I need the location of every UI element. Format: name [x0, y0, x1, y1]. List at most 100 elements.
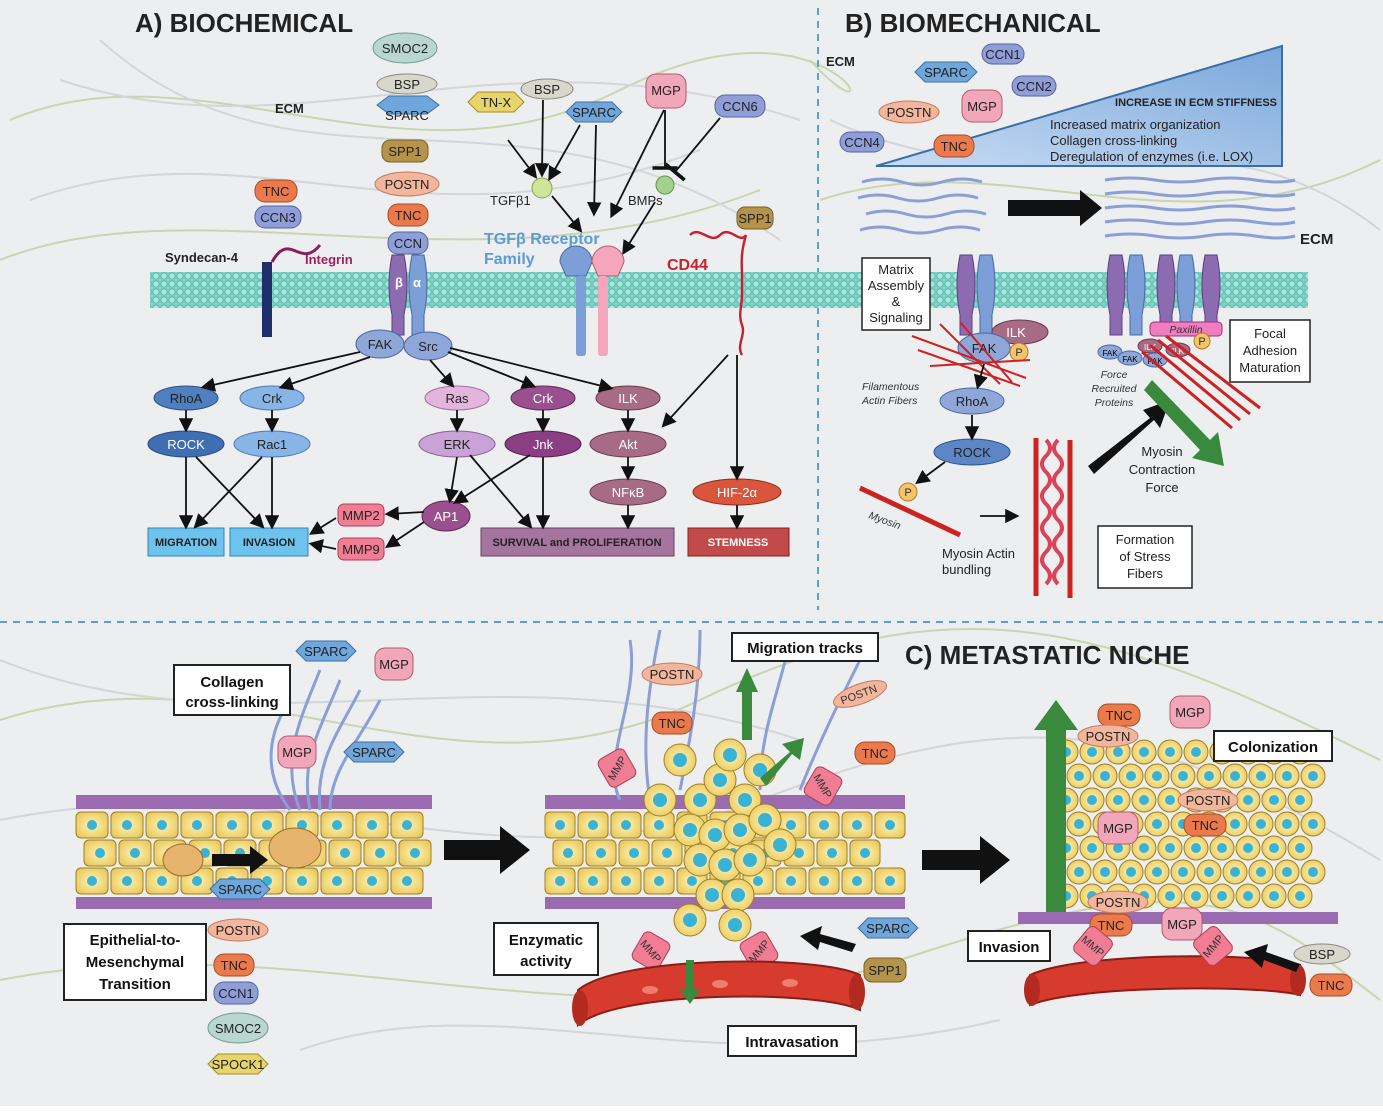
epithelial-cell-nucleus: [687, 876, 697, 886]
filamentous-label-2: Actin Fibers: [861, 395, 918, 407]
tumor-cell-nucleus: [743, 853, 757, 867]
tumor-cell-nucleus: [1074, 819, 1084, 829]
integrin-label: Integrin: [305, 252, 353, 267]
epithelial-cell-nucleus: [819, 876, 829, 886]
tumor-cell-nucleus: [1152, 819, 1162, 829]
a-cell-membrane: [150, 272, 818, 308]
panel-a: ECM SMOC2 BSP SPARC SPP1 POSTN TNC CCN T…: [147, 32, 818, 561]
epithelial-cell-nucleus: [885, 876, 895, 886]
force-recruited-2: Recruited: [1092, 383, 1138, 395]
stiffness-title: INCREASE IN ECM STIFFNESS: [1115, 97, 1277, 109]
b-node-rhoa: RhoA: [956, 394, 989, 409]
tumor-cell-nucleus: [1230, 867, 1240, 877]
emt-box-line-3: Transition: [99, 976, 171, 993]
c3-tnc-2: TNC: [1192, 818, 1219, 833]
colonization-box: [1213, 730, 1333, 762]
tumor-cell-nucleus: [1243, 795, 1253, 805]
filamentous-label-1: Filamentous: [862, 381, 920, 393]
tumor-cell-nucleus: [1113, 747, 1123, 757]
tumor-cell-nucleus: [1087, 843, 1097, 853]
node-mmp2: MMP2: [342, 508, 380, 523]
b-protein-mgp: MGP: [967, 99, 997, 114]
epithelial-cell-nucleus: [563, 848, 573, 858]
c2-postn-1: POSTN: [650, 667, 695, 682]
tumor-cell-nucleus: [1074, 867, 1084, 877]
tumor-cell-nucleus: [1204, 867, 1214, 877]
protein-sparc: SPARC: [385, 108, 429, 123]
node-nfkb: NFκB: [612, 485, 645, 500]
outcome-survival-box: [480, 527, 675, 557]
fa-actin-bundle: [1141, 334, 1261, 430]
epithelial-cell-nucleus: [122, 820, 132, 830]
c-stage-arrow-1: [444, 826, 530, 874]
tumor-cell-nucleus: [1165, 891, 1175, 901]
emt-box-line-1: Epithelial-to-: [90, 932, 181, 949]
ligand-bsp: BSP: [534, 82, 560, 97]
epithelial-cell-nucleus: [367, 820, 377, 830]
tumor-cell-nucleus: [653, 793, 667, 807]
tumor-cell-nucleus: [733, 823, 747, 837]
node-mmp9: MMP9: [342, 542, 380, 557]
focal-box-line-3: Maturation: [1239, 360, 1300, 375]
protein-spp1-cd44: SPP1: [738, 211, 771, 226]
enzymatic-box-line-2: activity: [520, 953, 572, 970]
epithelial-cell-nucleus: [885, 820, 895, 830]
panel-c-title: C) METASTATIC NICHE: [905, 640, 1190, 670]
epithelial-cell-nucleus: [375, 848, 385, 858]
a-integrin: β α: [388, 254, 428, 336]
tumor-cell-nucleus: [731, 888, 745, 902]
tumor-cell-nucleus: [683, 823, 697, 837]
ligand-tnx: TN-X: [481, 95, 512, 110]
stress-box-line-3: Fibers: [1127, 566, 1164, 581]
c1-sparc-top: SPARC: [304, 644, 348, 659]
epithelial-cell-nucleus: [227, 820, 237, 830]
tumor-cell-nucleus: [1087, 795, 1097, 805]
fa-fak-1: FAK: [1102, 349, 1118, 358]
tumor-cell-nucleus: [1282, 867, 1292, 877]
epithelial-cell-nucleus: [95, 848, 105, 858]
node-src: Src: [418, 339, 438, 354]
invasion-box: [967, 930, 1051, 962]
c2-green-arrow-down: [680, 960, 700, 1004]
outcome-stemness: STEMNESS: [708, 537, 769, 549]
fa-ilk-2: ILK: [1172, 347, 1185, 356]
tumor-cell-nucleus: [1087, 747, 1097, 757]
syndecan-label: Syndecan-4: [165, 250, 239, 265]
cd44-label: CD44: [667, 257, 708, 274]
emt-box-line-2: Mesenchymal: [86, 954, 184, 971]
c1-mesenchymal-cell: [268, 827, 322, 869]
tgfb-receptor-label-2: Family: [484, 251, 535, 268]
tumor-cell-nucleus: [1113, 843, 1123, 853]
matrix-assembly-line-1: Matrix: [878, 262, 914, 277]
epithelial-cell-nucleus: [402, 876, 412, 886]
epithelial-cell-nucleus: [297, 820, 307, 830]
node-hif: HIF-2α: [717, 485, 758, 500]
tumor-cell-nucleus: [1269, 843, 1279, 853]
matrix-assembly-line-3: &: [892, 294, 901, 309]
panel-a-title: A) BIOCHEMICAL: [135, 8, 353, 38]
protein-spp1: SPP1: [388, 144, 421, 159]
epithelial-cell-nucleus: [332, 876, 342, 886]
epithelial-cell-nucleus: [860, 848, 870, 858]
filamentous-actin: [911, 321, 1031, 387]
c1-smoc2-emt: SMOC2: [215, 1021, 261, 1036]
c2-spp1: SPP1: [868, 963, 901, 978]
matrix-assembly-line-2: Assembly: [868, 278, 925, 293]
c3-postn-2: POSTN: [1186, 793, 1231, 808]
stiffness-line-1: Increased matrix organization: [1050, 117, 1221, 132]
c2-green-arrow-up: [736, 668, 758, 692]
epithelial-cell-nucleus: [192, 876, 202, 886]
protein-tnc: TNC: [395, 208, 422, 223]
tumor-cell-nucleus: [1282, 771, 1292, 781]
collagen-box-line-2: cross-linking: [185, 694, 278, 711]
integrin-beta: β: [395, 275, 403, 290]
epithelial-cell-nucleus: [852, 876, 862, 886]
panel-b: ECM ECM INCREASE IN ECM STIFFNESS Increa…: [818, 43, 1333, 598]
epithelial-cell-nucleus: [157, 820, 167, 830]
b-ecm-label-right: ECM: [1300, 231, 1333, 248]
node-fak: FAK: [368, 337, 393, 352]
enzymatic-box: [493, 922, 599, 976]
intravasation-label: Intravasation: [745, 1034, 838, 1051]
matrix-assembly-box: [861, 257, 931, 331]
epithelial-cell-nucleus: [852, 820, 862, 830]
